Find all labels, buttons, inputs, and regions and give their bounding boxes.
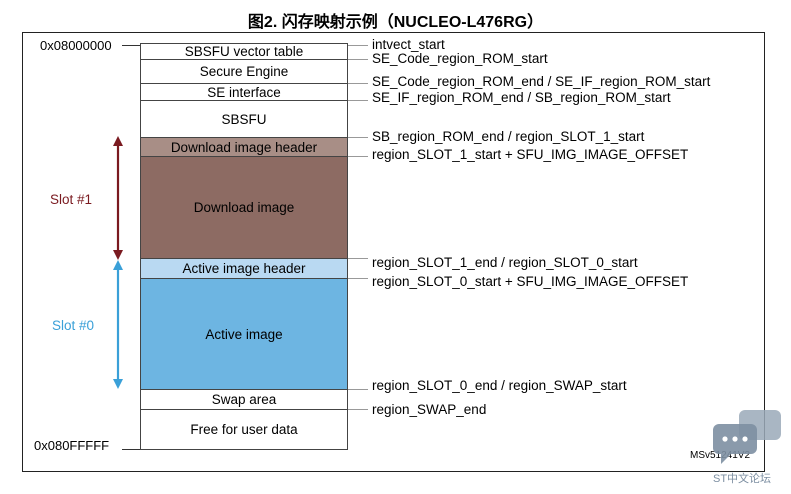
region-secure-engine: Secure Engine bbox=[140, 59, 348, 84]
slot0-arrow bbox=[113, 260, 123, 389]
forum-watermark: ST中文论坛 bbox=[709, 408, 785, 488]
figure-frame bbox=[22, 32, 765, 472]
region-label: Active image header bbox=[182, 261, 306, 276]
region-download-image: Download image bbox=[140, 156, 348, 259]
boundary-label-swap-end: region_SWAP_end bbox=[372, 402, 487, 417]
boundary-label-slot1-offset: region_SLOT_1_start + SFU_IMG_IMAGE_OFFS… bbox=[372, 147, 689, 162]
slot-arrows bbox=[113, 136, 123, 389]
start-address-tick bbox=[122, 45, 140, 46]
end-address: 0x080FFFFF bbox=[34, 438, 110, 453]
region-sbsfu-vector-table: SBSFU vector table bbox=[140, 43, 348, 60]
boundary-label-sb-end: SB_region_ROM_end / region_SLOT_1_start bbox=[372, 129, 645, 144]
region-active-image: Active image bbox=[140, 278, 348, 390]
watermark-text: ST中文论坛 bbox=[713, 473, 772, 485]
slot1-arrow bbox=[113, 136, 123, 260]
region-label: SBSFU vector table bbox=[184, 44, 304, 59]
region-download-image-header: Download image header bbox=[140, 137, 348, 157]
leader-line bbox=[348, 83, 368, 84]
figure-title: 图2. 闪存映射示例（NUCLEO-L476RG） bbox=[247, 14, 544, 31]
leader-line bbox=[348, 258, 368, 259]
figure-id: MSv51241V2 bbox=[690, 450, 751, 461]
region-label: SBSFU bbox=[221, 111, 267, 127]
leader-line bbox=[348, 278, 368, 279]
region-label: Secure Engine bbox=[199, 64, 289, 79]
start-address: 0x08000000 bbox=[40, 38, 112, 53]
boundary-label-intvect-start: intvect_start bbox=[372, 37, 445, 52]
leader-line bbox=[348, 137, 368, 138]
leader-line bbox=[348, 156, 368, 157]
boundary-label-se-if-end: SE_IF_region_ROM_end / SB_region_ROM_sta… bbox=[372, 90, 671, 105]
leader-line bbox=[348, 100, 368, 101]
boundary-label-slot0-end: region_SLOT_0_end / region_SWAP_start bbox=[372, 378, 627, 393]
region-label: SE interface bbox=[207, 84, 281, 100]
leader-line bbox=[348, 45, 368, 46]
boundary-label-slot1-end: region_SLOT_1_end / region_SLOT_0_start bbox=[372, 255, 638, 270]
end-address-tick bbox=[122, 449, 140, 450]
region-se-interface: SE interface bbox=[140, 83, 348, 101]
region-swap-area: Swap area bbox=[140, 389, 348, 410]
boundary-label-se-code-end: SE_Code_region_ROM_end / SE_IF_region_RO… bbox=[372, 74, 711, 89]
leader-line bbox=[348, 389, 368, 390]
region-sbsfu: SBSFU bbox=[140, 100, 348, 138]
boundary-label-slot0-offset: region_SLOT_0_start + SFU_IMG_IMAGE_OFFS… bbox=[372, 274, 689, 289]
region-label: Swap area bbox=[211, 392, 277, 407]
region-label: Download image header bbox=[170, 139, 318, 155]
chat-bubbles-icon bbox=[713, 410, 781, 464]
region-active-image-header: Active image header bbox=[140, 258, 348, 279]
region-free-user-data: Free for user data bbox=[140, 409, 348, 450]
leader-line bbox=[348, 409, 368, 410]
region-label: Active image bbox=[205, 326, 283, 342]
slot1-label: Slot #1 bbox=[50, 192, 93, 207]
region-label: Download image bbox=[193, 200, 295, 215]
region-label: Free for user data bbox=[190, 422, 298, 437]
boundary-label-se-code-start: SE_Code_region_ROM_start bbox=[372, 51, 548, 66]
slot0-label: Slot #0 bbox=[52, 318, 95, 333]
leader-line bbox=[348, 59, 368, 60]
